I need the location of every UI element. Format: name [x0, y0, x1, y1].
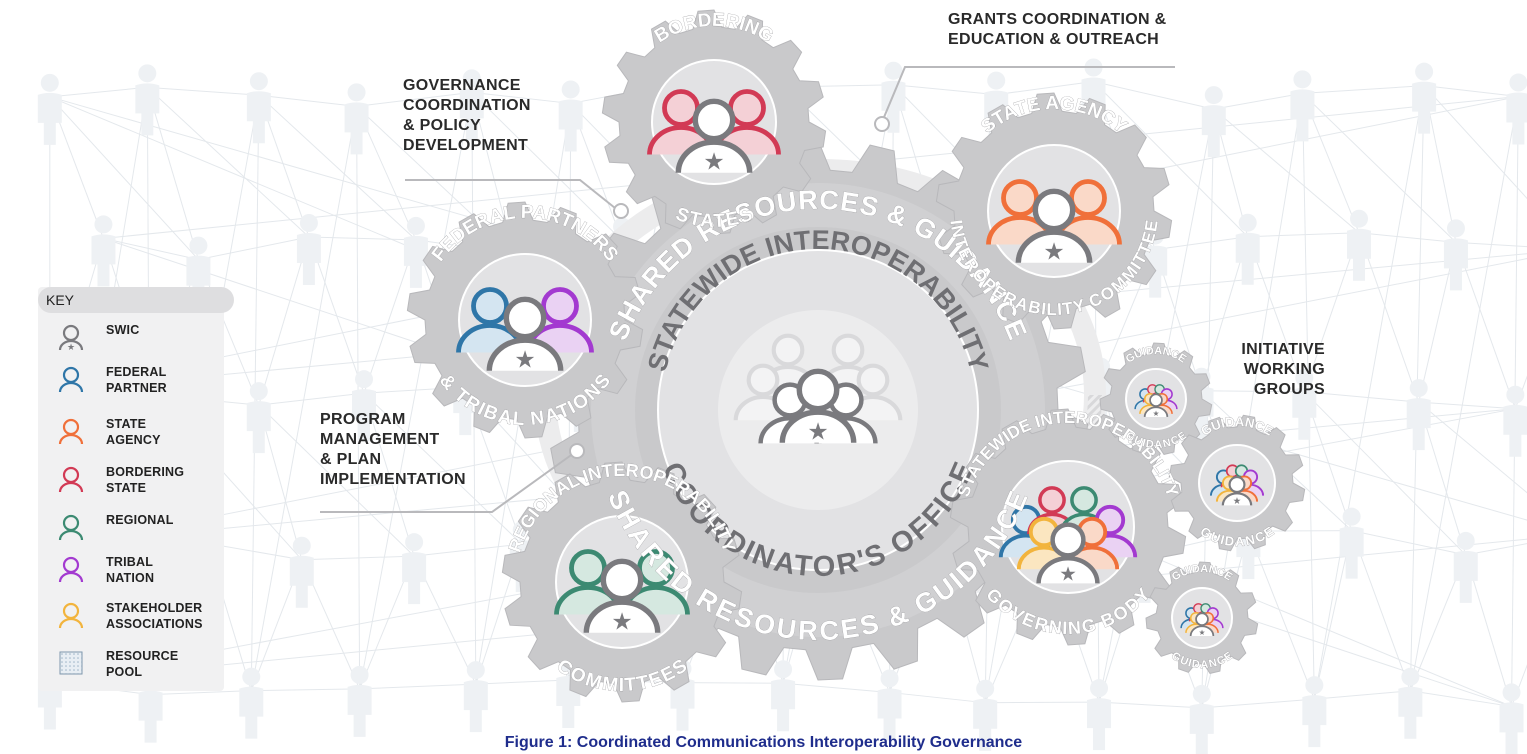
resource-pool-icon — [59, 651, 83, 675]
person-icon: ★ — [486, 296, 564, 373]
gears-layer: ★★★★★★★★★★★ — [406, 9, 1306, 703]
program-callout: PROGRAM MANAGEMENT & PLAN IMPLEMENTATION — [320, 411, 466, 488]
background-person-icon — [1235, 213, 1260, 285]
person-icon — [58, 556, 84, 583]
person-icon: ★ — [58, 324, 84, 353]
svg-text:★: ★ — [1233, 496, 1241, 507]
key-item: ★ SWIC — [56, 322, 216, 362]
svg-text:★: ★ — [1153, 409, 1160, 418]
key-item-label: STATE AGENCY — [106, 417, 161, 447]
key-item: STAKEHOLDER ASSOCIATIONS — [56, 600, 216, 640]
person-icon: ★ — [1143, 393, 1169, 418]
background-person-icon — [344, 83, 369, 155]
key-item-label: STAKEHOLDER ASSOCIATIONS — [106, 601, 203, 631]
federal-gear: ★ — [406, 201, 644, 439]
guidance-gear-1: ★ — [1099, 342, 1213, 455]
background-person-icon — [402, 533, 427, 605]
grants-callout: GRANTS COORDINATION & EDUCATION & OUTREA… — [948, 11, 1167, 48]
initiative-callout: INITIATIVE WORKING GROUPS — [1241, 341, 1325, 398]
callout-lines — [320, 66, 1175, 513]
key-item-label: TRIBAL NATION — [106, 555, 155, 585]
person-icon: ★ — [1036, 522, 1100, 586]
background-person-icon — [1453, 531, 1478, 603]
regional-gear: ★ — [501, 461, 743, 703]
person-icon: ★ — [1015, 188, 1093, 265]
background-person-icon — [37, 73, 62, 145]
key-item: RESOURCE POOL — [56, 648, 216, 688]
guidance-gear-2: ★ — [1168, 414, 1306, 552]
background-person-icon — [1412, 62, 1437, 134]
key-item: REGIONAL — [56, 512, 216, 552]
person-icon — [58, 366, 84, 393]
background-person-icon — [296, 213, 321, 285]
governing-gear: ★ — [949, 408, 1187, 646]
person-icon: ★ — [779, 368, 857, 445]
key-item-label: SWIC — [106, 323, 140, 337]
svg-text:★: ★ — [514, 345, 535, 373]
background-person-icon — [1201, 86, 1226, 158]
key-item: STATE AGENCY — [56, 416, 216, 456]
person-icon: ★ — [583, 558, 661, 635]
figure-caption: Figure 1: Coordinated Communications Int… — [504, 734, 1023, 751]
background-person-icon — [135, 64, 160, 136]
background-person-icon — [558, 80, 583, 152]
person-icon — [58, 466, 84, 493]
person-icon: ★ — [675, 98, 753, 175]
key-item: FEDERAL PARTNER — [56, 364, 216, 404]
background-person-icon — [289, 536, 314, 608]
person-icon — [58, 418, 84, 445]
governance-callout: GOVERNANCE COORDINATION & POLICY DEVELOP… — [403, 77, 531, 154]
background-person-icon — [347, 665, 372, 737]
background-person-icon — [246, 382, 271, 454]
svg-text:★: ★ — [611, 607, 632, 635]
background-person-icon — [1406, 379, 1431, 451]
guidance-gear-3: ★ — [1145, 561, 1259, 674]
person-icon: ★ — [1221, 475, 1253, 507]
key-item: TRIBAL NATION — [56, 554, 216, 594]
svg-text:★: ★ — [1059, 563, 1077, 586]
svg-text:★: ★ — [1199, 628, 1206, 637]
key-title-bar: KEY — [38, 287, 234, 313]
svg-text:★: ★ — [1043, 237, 1064, 265]
background-person-icon — [246, 72, 271, 144]
bordering-gear: ★ — [601, 9, 827, 235]
background-person-icon — [463, 661, 488, 733]
background-person-icon — [1398, 667, 1423, 739]
key-item-label: FEDERAL PARTNER — [106, 365, 167, 395]
key-item: BORDERING STATE — [56, 464, 216, 504]
person-icon: ★ — [1189, 612, 1215, 637]
key-item-label: BORDERING STATE — [106, 465, 185, 495]
state-agency-gear: ★ — [935, 92, 1173, 330]
background-person-icon — [403, 216, 428, 288]
key-title: KEY — [46, 292, 75, 308]
background-person-icon — [239, 667, 264, 739]
key-item-label: REGIONAL — [106, 513, 174, 527]
background-person-icon — [1290, 70, 1315, 142]
background-person-icon — [771, 660, 796, 732]
background-person-icon — [1506, 73, 1527, 145]
background-person-icon — [1503, 385, 1527, 457]
key-item-label: RESOURCE POOL — [106, 649, 179, 679]
svg-text:★: ★ — [807, 417, 828, 445]
person-icon — [58, 514, 84, 541]
background-person-icon — [877, 669, 902, 741]
person-icon — [58, 602, 84, 629]
svg-text:★: ★ — [67, 343, 75, 352]
key-panel — [38, 287, 224, 691]
svg-text:★: ★ — [703, 147, 724, 175]
background-person-icon — [91, 215, 116, 287]
